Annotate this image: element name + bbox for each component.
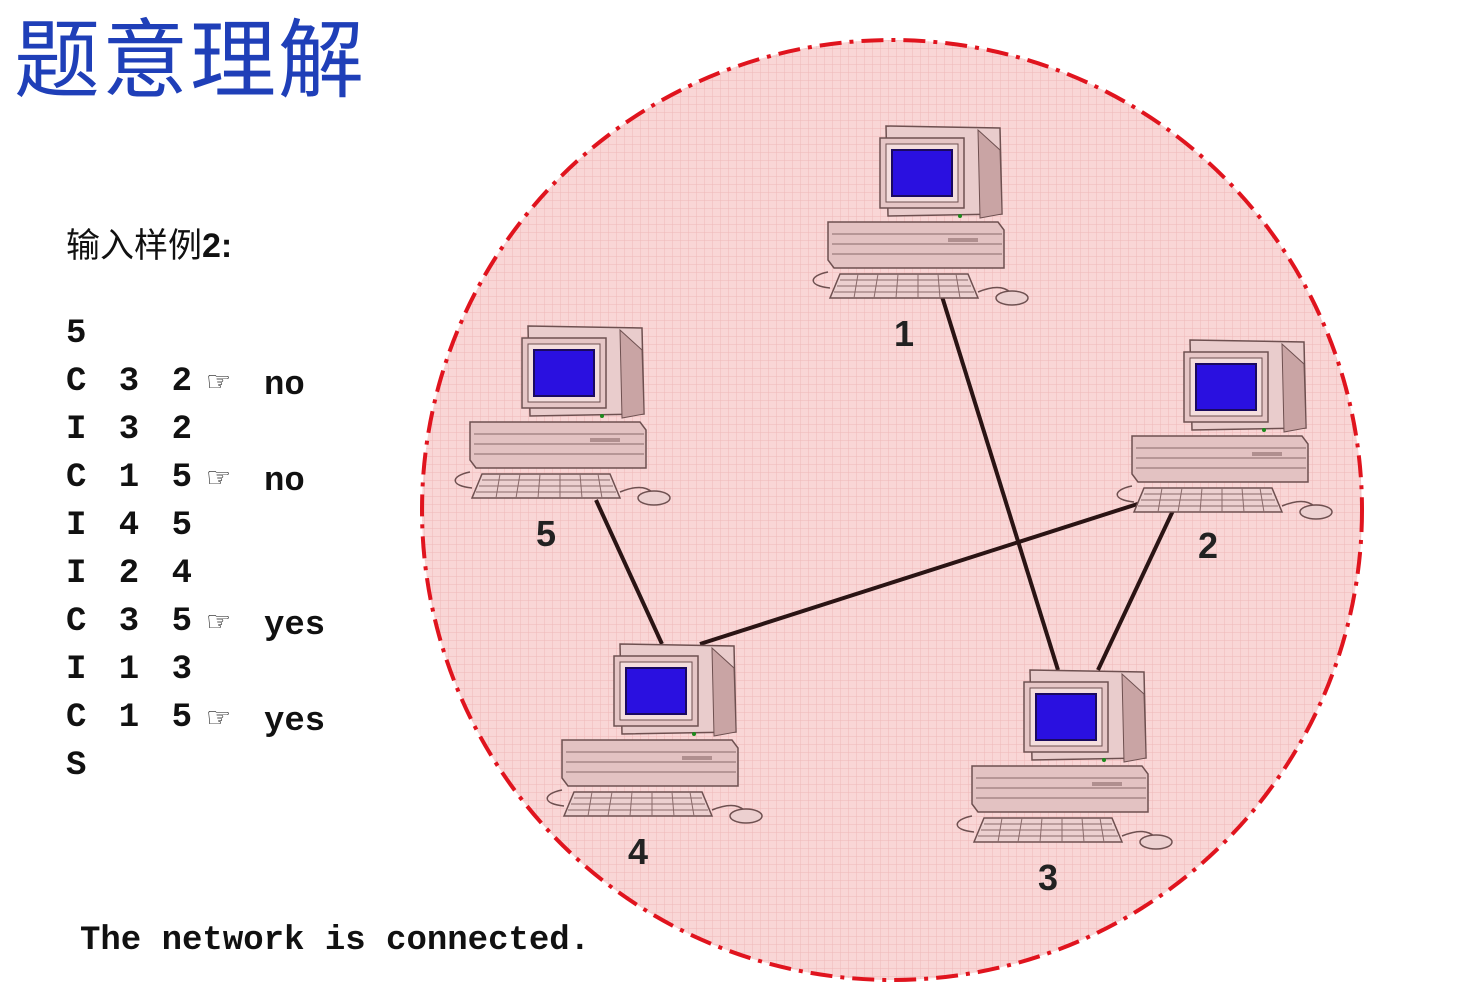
- input-line: 5: [66, 310, 325, 358]
- input-line: I 3 2: [66, 406, 325, 454]
- query-result: no: [264, 463, 305, 501]
- input-command: I 3 2: [66, 411, 199, 449]
- query-result: yes: [264, 703, 326, 741]
- pointing-hand-icon: ☞: [206, 365, 232, 398]
- input-command: I 1 3: [66, 651, 199, 689]
- input-command: C 3 5: [66, 603, 199, 641]
- input-command: S: [66, 747, 93, 785]
- node-label-1: 1: [894, 313, 914, 354]
- pointing-hand-icon: ☞: [206, 605, 232, 638]
- input-command: C 3 2: [66, 363, 199, 401]
- input-line: I 1 3: [66, 646, 325, 694]
- query-result: yes: [264, 607, 326, 645]
- input-line: I 2 4: [66, 550, 325, 598]
- input-line: C 3 2☞ no: [66, 358, 325, 406]
- input-line: I 4 5: [66, 502, 325, 550]
- query-result: no: [264, 367, 305, 405]
- pointing-hand-icon: ☞: [206, 461, 232, 494]
- input-command: C 1 5: [66, 459, 199, 497]
- node-label-3: 3: [1038, 857, 1058, 898]
- output-text: The network is connected.: [80, 922, 591, 960]
- input-line: S: [66, 742, 325, 790]
- input-line: C 3 5☞ yes: [66, 598, 325, 646]
- edge-1-3: [938, 289, 1060, 671]
- input-line: C 1 5☞ yes: [66, 694, 325, 742]
- edge-2-4: [699, 498, 1151, 646]
- node-label-2: 2: [1198, 525, 1218, 566]
- node-label-4: 4: [628, 831, 648, 872]
- sample-heading-number: 2:: [202, 227, 233, 265]
- input-command: C 1 5: [66, 699, 199, 737]
- sample-heading-text: 输入样例: [66, 226, 202, 266]
- node-label-5: 5: [536, 513, 556, 554]
- sample-input-lines: 5 C 3 2☞no I 3 2 C 1 5☞no I 4 5 I 2 4 C …: [66, 310, 325, 790]
- input-command: I 2 4: [66, 555, 199, 593]
- sample-heading: 输入样例2:: [66, 218, 232, 267]
- input-command: I 4 5: [66, 507, 199, 545]
- input-command: 5: [66, 315, 93, 353]
- pointing-hand-icon: ☞: [206, 701, 232, 734]
- page-title: 题意理解: [14, 11, 366, 111]
- edge-2-3: [1096, 499, 1180, 671]
- input-line: C 1 5☞ no: [66, 454, 325, 502]
- edge-4-5: [594, 499, 664, 645]
